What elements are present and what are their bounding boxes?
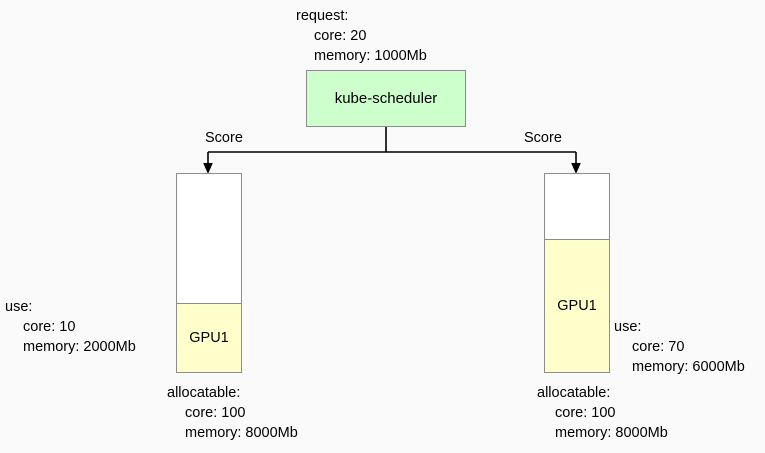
node-left-alloc-core: core: 100 bbox=[185, 405, 246, 421]
node-left-use-core: core: 10 bbox=[23, 319, 76, 335]
node-right-use-memory: memory: 6000Mb bbox=[632, 359, 745, 375]
node-right-use-head: use: bbox=[614, 319, 642, 335]
node-left-gpu-label: GPU1 bbox=[189, 329, 229, 346]
node-bar-right[interactable]: GPU1 bbox=[544, 173, 610, 373]
request-core: core: 20 bbox=[314, 28, 367, 44]
request-annotation: request: core: 20 memory: 1000Mb bbox=[296, 6, 427, 66]
request-memory: memory: 1000Mb bbox=[314, 48, 427, 64]
node-left-use-memory: memory: 2000Mb bbox=[23, 339, 136, 355]
node-left-alloc-memory: memory: 8000Mb bbox=[185, 425, 298, 441]
node-right-used-region: GPU1 bbox=[545, 239, 609, 372]
kube-scheduler-label: kube-scheduler bbox=[334, 90, 438, 107]
node-right-alloc-core: core: 100 bbox=[555, 405, 616, 421]
node-left-use-annotation: use: core: 10 memory: 2000Mb bbox=[5, 297, 136, 357]
node-right-alloc-head: allocatable: bbox=[537, 385, 611, 401]
node-right-gpu-label: GPU1 bbox=[557, 298, 597, 315]
edge-label-score-left: Score bbox=[205, 130, 243, 146]
edge-label-score-right: Score bbox=[524, 130, 562, 146]
node-left-use-head: use: bbox=[5, 299, 33, 315]
request-head: request: bbox=[296, 8, 349, 24]
node-bar-left[interactable]: GPU1 bbox=[176, 173, 242, 373]
node-right-alloc-memory: memory: 8000Mb bbox=[555, 425, 668, 441]
node-left-alloc-head: allocatable: bbox=[167, 385, 241, 401]
node-right-use-annotation: use: core: 70 memory: 6000Mb bbox=[614, 317, 745, 377]
kube-scheduler-box[interactable]: kube-scheduler bbox=[306, 70, 466, 127]
node-right-allocatable-annotation: allocatable: core: 100 memory: 8000Mb bbox=[537, 383, 668, 443]
node-left-used-region: GPU1 bbox=[177, 302, 241, 372]
node-left-allocatable-annotation: allocatable: core: 100 memory: 8000Mb bbox=[167, 383, 298, 443]
node-right-use-core: core: 70 bbox=[632, 339, 685, 355]
